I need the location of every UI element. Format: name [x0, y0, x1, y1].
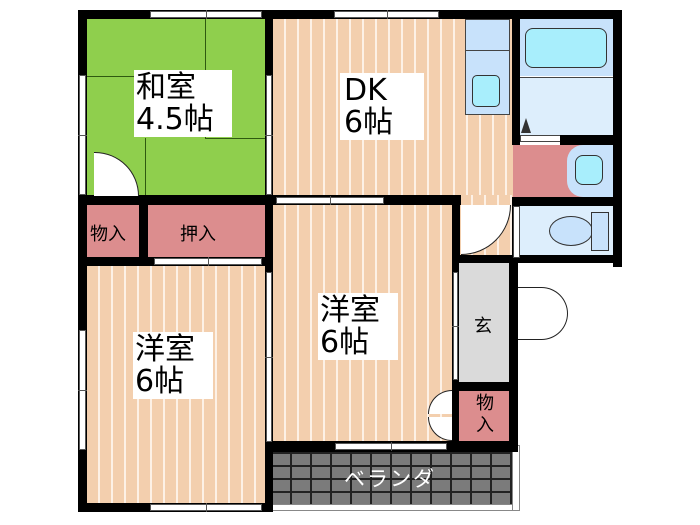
oshiire-label: 押入	[180, 224, 216, 245]
washitsu-name: 和室	[136, 70, 196, 105]
genkan-floor	[459, 262, 509, 382]
window-washitsu-left	[78, 75, 87, 195]
tatami-line	[87, 76, 145, 77]
washitsu-label: 和室 4.5帖	[134, 70, 232, 137]
monoire-left-floor	[87, 205, 139, 257]
sink-icon	[472, 75, 500, 107]
door-swing-front	[518, 287, 568, 340]
yoshitsu-left-name: 洋室	[135, 332, 195, 367]
wall-genkan-top	[452, 255, 622, 263]
yoshitsu-left-size: 6帖	[135, 363, 185, 399]
bath-faucet-icon	[521, 118, 531, 133]
monoire-right-label: 物 入	[474, 393, 496, 437]
sliding-door-dk-yoshitsu	[276, 196, 384, 205]
yoshitsu-center-label: 洋室 6帖	[318, 293, 398, 360]
yoshitsu-center-name: 洋室	[320, 293, 380, 328]
monoire-right-top: 物	[476, 393, 494, 414]
veranda-rail-side	[512, 445, 520, 511]
wall-kitchen-right	[460, 10, 465, 15]
veranda-label: ベランダ	[344, 467, 436, 491]
tatami-line	[145, 138, 146, 195]
dk-label: DK 6帖	[340, 73, 424, 140]
monoire-right-floor	[459, 391, 509, 443]
window-yoshitsu-left-bottom	[150, 503, 262, 512]
wall-closet-divider	[139, 195, 148, 266]
washitsu-size: 4.5帖	[136, 101, 214, 137]
sliding-door-washitsu-dk	[265, 75, 273, 195]
kitchen-counter-line	[465, 50, 510, 51]
toilet-door-frame	[513, 206, 520, 258]
toilet-tank-icon	[591, 212, 609, 251]
veranda-floor	[272, 452, 512, 504]
window-dk-top	[334, 10, 439, 19]
washbasin-icon	[575, 155, 603, 185]
genkan-label: 玄	[474, 316, 492, 337]
monoire-right-bottom: 入	[476, 415, 494, 436]
bathtub-icon	[525, 28, 607, 68]
monoire-left-label: 物入	[90, 224, 126, 245]
yoshitsu-left-label: 洋室 6帖	[133, 332, 213, 399]
wall-bath-bottom	[560, 135, 622, 145]
wall-genkan-right	[509, 255, 518, 451]
sliding-door-yoshitsu-mid	[265, 272, 273, 442]
bath-door-step	[520, 135, 565, 142]
oshiire-floor	[148, 205, 265, 257]
tatami-line	[205, 138, 265, 139]
sliding-door-genkan	[452, 272, 459, 380]
bathroom-floor-lower	[520, 77, 613, 135]
dk-size: 6帖	[344, 104, 394, 140]
wall-washitsu-bottom	[78, 195, 273, 205]
wall-center-right	[452, 195, 460, 260]
wall-genkan-monoire	[452, 382, 518, 391]
window-yoshitsu-left	[78, 330, 87, 450]
toilet-bowl-icon	[549, 216, 593, 246]
dk-name: DK	[344, 73, 387, 108]
yoshitsu-center-size: 6帖	[320, 324, 370, 360]
wall-toilet-top	[512, 197, 622, 206]
veranda-rail	[272, 504, 520, 511]
wall-bath-left	[512, 10, 520, 145]
sliding-door-oshiire	[154, 257, 262, 266]
wall-top-right	[265, 10, 622, 19]
window-veranda	[335, 442, 447, 451]
window-washitsu-top	[150, 10, 262, 19]
